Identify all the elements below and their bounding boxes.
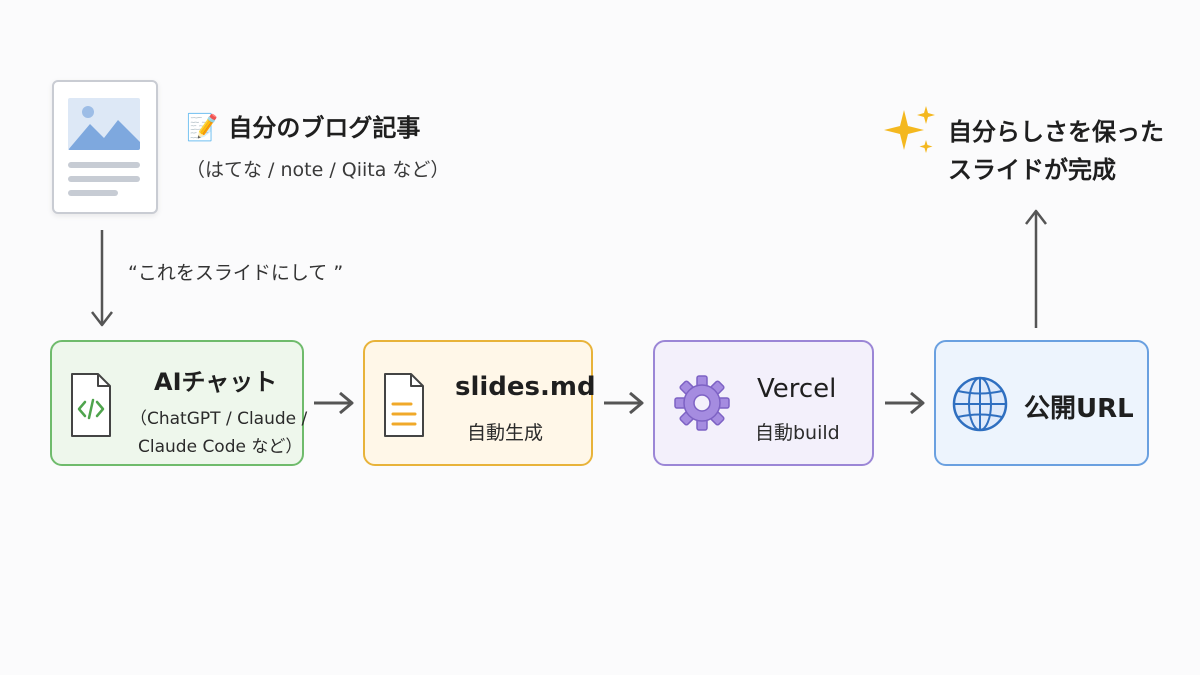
source-title: 📝自分のブログ記事 bbox=[186, 113, 421, 143]
sparkles-icon bbox=[882, 104, 938, 167]
step-title: 公開URL bbox=[1024, 394, 1134, 424]
gear-icon bbox=[674, 375, 730, 431]
prompt-quote: “これをスライドにして ” bbox=[128, 262, 344, 284]
step-subtitle: Claude Code など） bbox=[138, 437, 303, 457]
step-title: slides.md bbox=[455, 372, 596, 402]
step-ai-chat: AIチャット （ChatGPT / Claude / Claude Code な… bbox=[50, 340, 308, 466]
code-file-icon bbox=[71, 373, 111, 437]
blog-document-icon bbox=[52, 80, 158, 214]
step-title: Vercel bbox=[757, 374, 837, 404]
arrow-right-icon bbox=[885, 391, 925, 415]
source-subtitle: （はてな / note / Qiita など） bbox=[186, 159, 450, 181]
arrow-right-icon bbox=[604, 391, 644, 415]
step-slides-md: slides.md 自動生成 bbox=[363, 340, 596, 466]
result-text: 自分らしさを保った スライドが完成 bbox=[948, 113, 1164, 189]
arrow-down-icon bbox=[91, 230, 113, 327]
step-subtitle: 自動生成 bbox=[467, 422, 544, 444]
result-line: スライドが完成 bbox=[948, 156, 1116, 184]
arrow-up-icon bbox=[1025, 209, 1047, 328]
step-vercel: Vercel 自動build bbox=[653, 340, 874, 466]
step-title: AIチャット bbox=[154, 368, 278, 396]
step-public-url: 公開URL bbox=[934, 340, 1149, 466]
step-subtitle: 自動build bbox=[755, 422, 840, 444]
memo-icon: 📝 bbox=[186, 113, 219, 143]
markdown-file-icon bbox=[384, 373, 424, 437]
step-subtitle: （ChatGPT / Claude / bbox=[130, 409, 308, 429]
arrow-right-icon bbox=[314, 391, 354, 415]
image-placeholder-icon bbox=[68, 98, 140, 150]
result-line: 自分らしさを保った bbox=[948, 118, 1164, 146]
globe-icon bbox=[952, 376, 1008, 432]
